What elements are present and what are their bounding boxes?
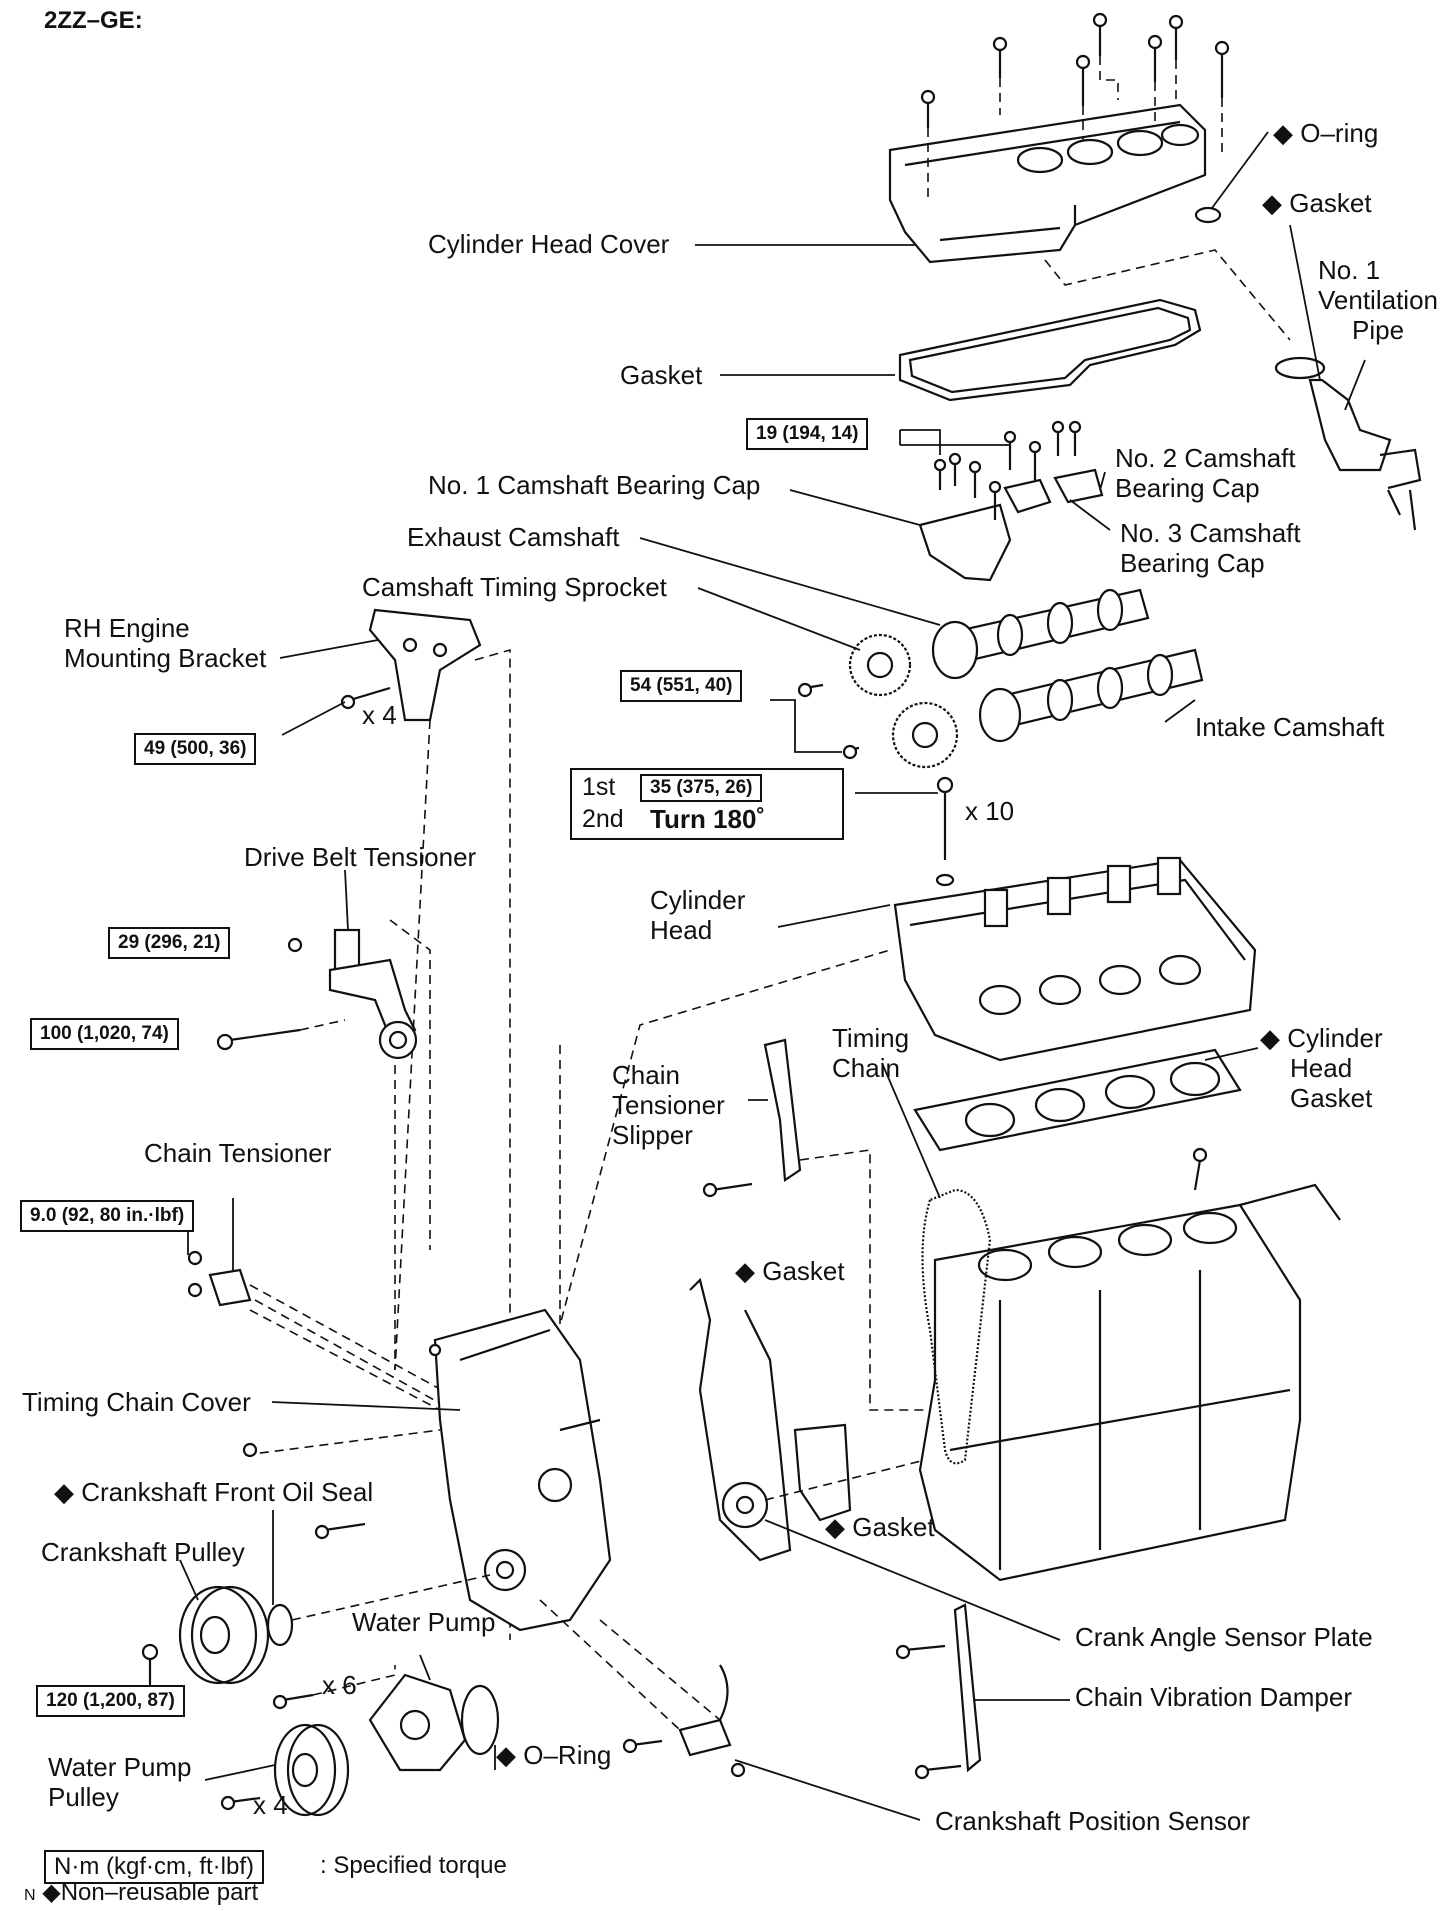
- pump-gasket-label: ◆ Gasket: [825, 1512, 935, 1542]
- timing-cover-gasket-drawing: [689, 1277, 792, 1562]
- crank-angle-plate-label: Crank Angle Sensor Plate: [1075, 1622, 1373, 1652]
- diagram-title: 2ZZ–GE:: [44, 7, 143, 34]
- torque-crank-pulley: 120 (1,200, 87): [36, 1685, 185, 1717]
- head-gasket-label: ◆ Cylinder Head Gasket: [1260, 1023, 1383, 1113]
- sprocket-label: Camshaft Timing Sprocket: [362, 572, 667, 602]
- nonreusable-marker: ◆: [54, 1477, 74, 1507]
- intake-camshaft-label: Intake Camshaft: [1195, 712, 1385, 742]
- water-pump-pulley-label: Water Pump Pulley: [48, 1752, 192, 1812]
- ventilation-pipe-drawing: [1274, 224, 1422, 531]
- chain-slipper-label: Chain Tensioner Slipper: [612, 1060, 725, 1150]
- timing-cover-gasket-label: ◆ Gasket: [735, 1256, 845, 1286]
- pulley-bolt-count: x 4: [253, 1790, 288, 1820]
- vent-gasket-label: ◆ Gasket: [1262, 188, 1372, 218]
- crank-angle-plate-drawing: [721, 1481, 769, 1529]
- cylinder-head-label: Cylinder Head: [650, 885, 746, 945]
- n-mark: N: [24, 1887, 36, 1904]
- cover-bolts-drawing: [920, 12, 1230, 200]
- front-oil-seal-drawing: [266, 1603, 294, 1647]
- crankshaft-pulley-label: Crankshaft Pulley: [41, 1537, 245, 1567]
- no2-camshaft-cap-label: No. 2 Camshaft Bearing Cap: [1115, 443, 1296, 503]
- cover-gasket-label: Gasket: [620, 360, 703, 390]
- torque-legend-text: : Specified torque: [320, 1852, 507, 1879]
- crank-position-sensor-drawing: [539, 1599, 921, 1821]
- chain-tensioner-label: Chain Tensioner: [144, 1138, 332, 1168]
- step2-value: Turn 180˚: [650, 804, 766, 834]
- torque-chain-tensioner: 9.0 (92, 80 in.·lbf): [20, 1200, 195, 1232]
- bracket-bolt-count: x 4: [362, 700, 397, 730]
- torque-tensioner-bolt: 29 (296, 21): [108, 927, 231, 959]
- rh-bracket-drawing: [279, 608, 511, 1640]
- crankshaft-pulley-drawing: [141, 1559, 270, 1685]
- front-oil-seal-label: ◆ Crankshaft Front Oil Seal: [54, 1477, 374, 1507]
- torque-cam-caps: 19 (194, 14): [746, 418, 869, 450]
- ventilation-pipe-label: No. 1 Ventilation Pipe: [1318, 255, 1438, 345]
- nonreusable-legend: N ◆Non–reusable part: [24, 1879, 259, 1906]
- camshaft-sprocket-drawing: [848, 633, 912, 697]
- chain-tensioner-drawing: [187, 1198, 471, 1421]
- intake-camshaft-drawing: [891, 648, 1204, 769]
- nonreusable-marker: ◆: [496, 1740, 516, 1770]
- crank-position-sensor-label: Crankshaft Position Sensor: [935, 1806, 1251, 1836]
- nonreusable-marker: ◆: [735, 1256, 755, 1286]
- nonreusable-marker: ◆: [1273, 118, 1293, 148]
- pump-bolt-count: x 6: [322, 1670, 357, 1700]
- o-ring-label: ◆ O–ring: [1273, 118, 1379, 148]
- torque-tensioner-long-bolt: 100 (1,020, 74): [30, 1018, 179, 1050]
- no1-camshaft-cap-label: No. 1 Camshaft Bearing Cap: [428, 470, 761, 500]
- cover-gasket-drawing: [898, 298, 1202, 402]
- pump-o-ring-drawing: [460, 1684, 500, 1756]
- pump-gasket-drawing: [793, 1423, 852, 1522]
- nonreusable-marker: ◆: [825, 1512, 845, 1542]
- head-bolt-count: x 10: [965, 796, 1015, 826]
- cylinder-head-drawing: [893, 856, 1257, 1062]
- step1-torque: 35 (375, 26): [640, 774, 763, 802]
- timing-chain-label: Timing Chain: [832, 1023, 910, 1083]
- drive-belt-tensioner-drawing: [216, 869, 431, 1370]
- chain-damper-drawing: [953, 1603, 982, 1773]
- pump-o-ring-label: ◆ O–Ring: [496, 1740, 612, 1770]
- cylinder-head-cover-label: Cylinder Head Cover: [428, 229, 670, 259]
- water-pump-pulley-drawing: [204, 1723, 350, 1817]
- exhaust-camshaft-drawing: [931, 588, 1150, 680]
- torque-sprocket: 54 (551, 40): [620, 670, 743, 702]
- chain-damper-label: Chain Vibration Damper: [1075, 1682, 1352, 1712]
- step2-label: 2nd: [582, 805, 624, 833]
- nonreusable-marker: ◆: [42, 1879, 61, 1906]
- rh-bracket-label: RH Engine Mounting Bracket: [64, 613, 267, 673]
- no3-camshaft-cap-label: No. 3 Camshaft Bearing Cap: [1120, 518, 1301, 578]
- timing-chain-cover-label: Timing Chain Cover: [22, 1387, 251, 1417]
- torque-legend-box: N·m (kgf·cm, ft·lbf): [44, 1850, 264, 1884]
- water-pump-label: Water Pump: [352, 1607, 496, 1637]
- step1-label: 1st: [582, 773, 616, 801]
- bearing-caps-drawing: [899, 420, 1104, 582]
- head-gasket-drawing: [913, 1048, 1242, 1152]
- chain-slipper-drawing: [763, 1038, 802, 1182]
- timing-chain-cover-drawing: [242, 949, 891, 1632]
- nonreusable-marker: ◆: [1260, 1023, 1280, 1053]
- drive-belt-tensioner-label: Drive Belt Tensioner: [244, 842, 477, 872]
- nonreusable-marker: ◆: [1262, 188, 1282, 218]
- cylinder-head-cover-drawing: [888, 103, 1207, 264]
- torque-bracket: 49 (500, 36): [134, 733, 257, 765]
- engine-block-drawing: [918, 1147, 1341, 1582]
- exhaust-camshaft-label: Exhaust Camshaft: [407, 522, 620, 552]
- o-ring-drawing: [1194, 206, 1222, 224]
